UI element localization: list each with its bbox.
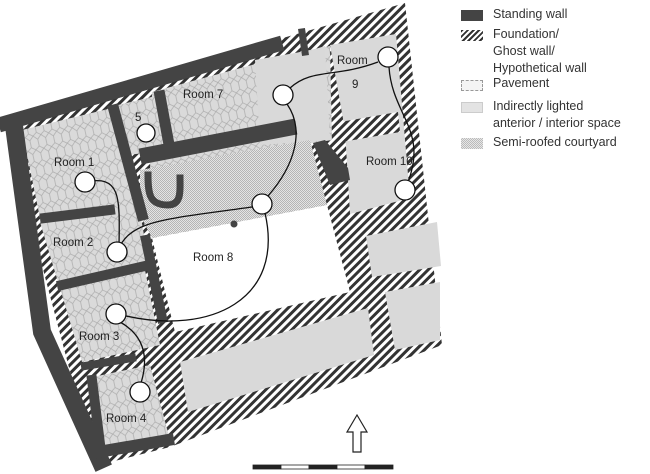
label-room-10: Room 10	[366, 156, 413, 168]
room-2-pavement	[40, 212, 150, 282]
node-room-3	[105, 303, 127, 325]
label-room-9-number: 9	[352, 79, 358, 91]
node-room-4	[129, 381, 151, 403]
node-room-1	[74, 171, 96, 193]
legend-swatch-foundation	[461, 30, 483, 41]
legend-swatch-standing-wall	[461, 10, 483, 21]
column-base	[230, 220, 238, 228]
label-room-7: Room 7	[183, 89, 223, 101]
legend-standing-wall: Standing wall	[493, 7, 568, 21]
node-room-10	[394, 179, 416, 201]
visibility-paths	[84, 61, 415, 384]
south-long-room	[180, 308, 374, 412]
legend-foundation-2: Ghost wall/	[493, 44, 555, 58]
label-room-5: 5	[135, 112, 141, 124]
node-courtyard	[251, 193, 273, 215]
viewpoint-nodes	[74, 46, 416, 403]
east-room-upper	[366, 222, 441, 277]
standing-walls	[0, 28, 309, 472]
node-room-5	[136, 123, 156, 143]
node-room-9	[377, 46, 399, 68]
legend-swatch-courtyard	[461, 138, 483, 149]
legend-indirect-2: anterior / interior space	[493, 116, 621, 130]
legend-foundation-3: Hypothetical wall	[493, 61, 587, 75]
room-9-10-divider-hatch	[340, 112, 400, 142]
label-room-3: Room 3	[79, 331, 119, 343]
node-room-2	[106, 241, 128, 263]
room-8-open-space	[152, 205, 350, 332]
room-4-pavement	[88, 365, 170, 450]
legend-pavement: Pavement	[493, 76, 550, 90]
legend-foundation-1: Foundation/	[493, 27, 560, 41]
standing-wall-fragment	[313, 140, 350, 185]
label-room-1: Room 1	[54, 157, 94, 169]
legend-swatch-pavement	[461, 80, 483, 91]
legend-swatch-indirect	[461, 102, 483, 113]
label-room-4: Room 4	[106, 413, 147, 425]
legend-indirect-1: Indirectly lighted	[493, 99, 584, 113]
east-room-lower	[385, 282, 440, 350]
label-room-9: Room	[337, 55, 368, 67]
legend-courtyard: Semi-roofed courtyard	[493, 135, 617, 149]
north-arrow-icon	[345, 413, 369, 453]
label-room-2: Room 2	[53, 237, 93, 249]
node-room-7	[272, 84, 294, 106]
scale-bar	[252, 464, 394, 470]
semi-roofed-courtyard	[140, 140, 327, 238]
room-1-pavement	[22, 108, 140, 218]
label-room-8: Room 8	[193, 252, 233, 264]
